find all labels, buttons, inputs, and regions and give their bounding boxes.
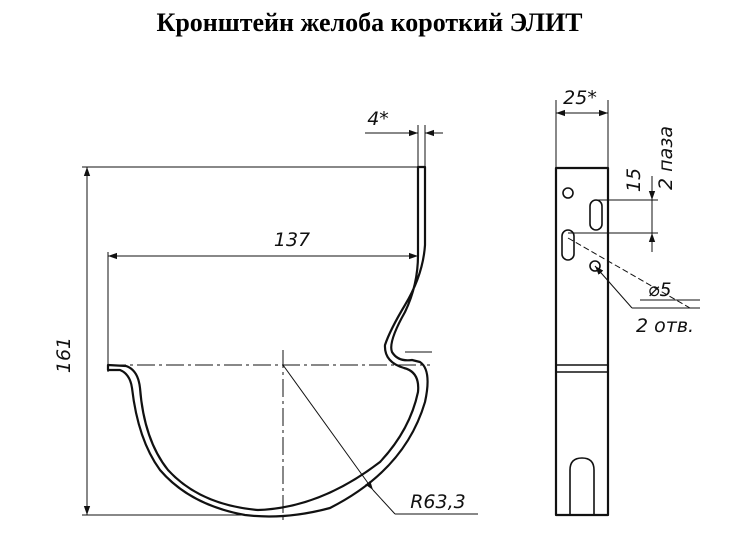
- drawing-title: Кронштейн желоба короткий ЭЛИТ: [156, 8, 583, 37]
- dim-hole-diameter-label: ⌀5: [648, 279, 672, 301]
- dim-holes-count-label: 2 отв.: [636, 315, 694, 337]
- dim-161-label: 161: [53, 337, 75, 373]
- dim-slot-pitch-label: 15: [623, 168, 645, 192]
- dim-side-width-label: 25*: [563, 87, 597, 109]
- front-view: [82, 125, 478, 520]
- slot-upper: [589, 199, 603, 231]
- side-outline: [554, 166, 610, 517]
- hole-upper: [562, 187, 574, 199]
- bracket-profile: [106, 165, 429, 518]
- dim-thickness-label: 4*: [367, 108, 389, 130]
- dim-radius-label: R63,3: [410, 491, 466, 513]
- bottom-notch: [569, 457, 595, 515]
- dim-137-label: 137: [274, 229, 310, 251]
- slot-lower: [561, 229, 575, 261]
- dim-slots-count-label: 2 паза: [655, 126, 677, 190]
- side-view: [554, 100, 700, 517]
